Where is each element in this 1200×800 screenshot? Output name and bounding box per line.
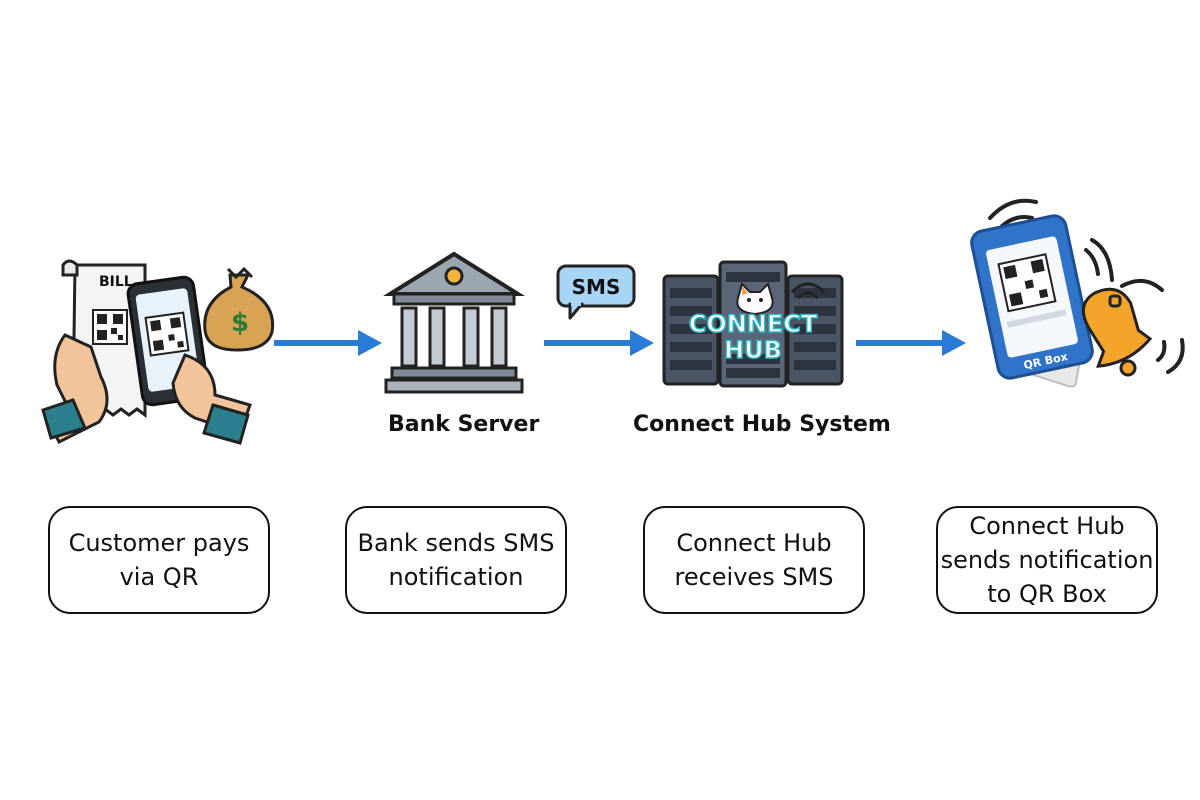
step-text-4: Connect Hub sends notification to QR Box — [940, 512, 1154, 608]
bell-icon — [1081, 287, 1153, 377]
step-box-3: Connect Hub receives SMS — [643, 506, 865, 614]
sms-bubble-text: SMS — [572, 275, 621, 299]
dollar-sign: $ — [231, 308, 249, 338]
money-bag-icon: $ — [203, 266, 275, 352]
step-box-1: Customer pays via QR — [48, 506, 270, 614]
sms-bubble: SMS — [556, 264, 636, 320]
step-box-4: Connect Hub sends notification to QR Box — [936, 506, 1158, 614]
qr-box-illustration: QR Box — [970, 192, 1194, 412]
wifi-icon — [790, 282, 826, 300]
connect-hub-system-label: Connect Hub System — [633, 412, 891, 437]
step-text-3: Connect Hub receives SMS — [674, 529, 834, 591]
step-text-1: Customer pays via QR — [68, 529, 250, 591]
flow-arrow-1 — [274, 328, 384, 358]
cat-icon — [736, 282, 774, 316]
bill-text: BILL — [99, 274, 133, 290]
flow-arrow-2 — [544, 328, 656, 358]
step-box-2: Bank sends SMS notification — [345, 506, 567, 614]
bank-server-label: Bank Server — [388, 412, 540, 437]
sound-wave-icon — [988, 198, 1185, 374]
server-rack-icon: CONNECT HUB — [660, 258, 846, 390]
flow-arrow-3 — [856, 328, 968, 358]
step-text-2: Bank sends SMS notification — [357, 529, 555, 591]
qr-box-icon: QR Box — [970, 214, 1094, 388]
customer-pay-illustration: BILL $ — [35, 255, 275, 445]
bank-icon — [383, 250, 525, 400]
hub-logo-line1: CONNECT — [689, 310, 818, 338]
hub-logo-line2: HUB — [724, 336, 782, 364]
